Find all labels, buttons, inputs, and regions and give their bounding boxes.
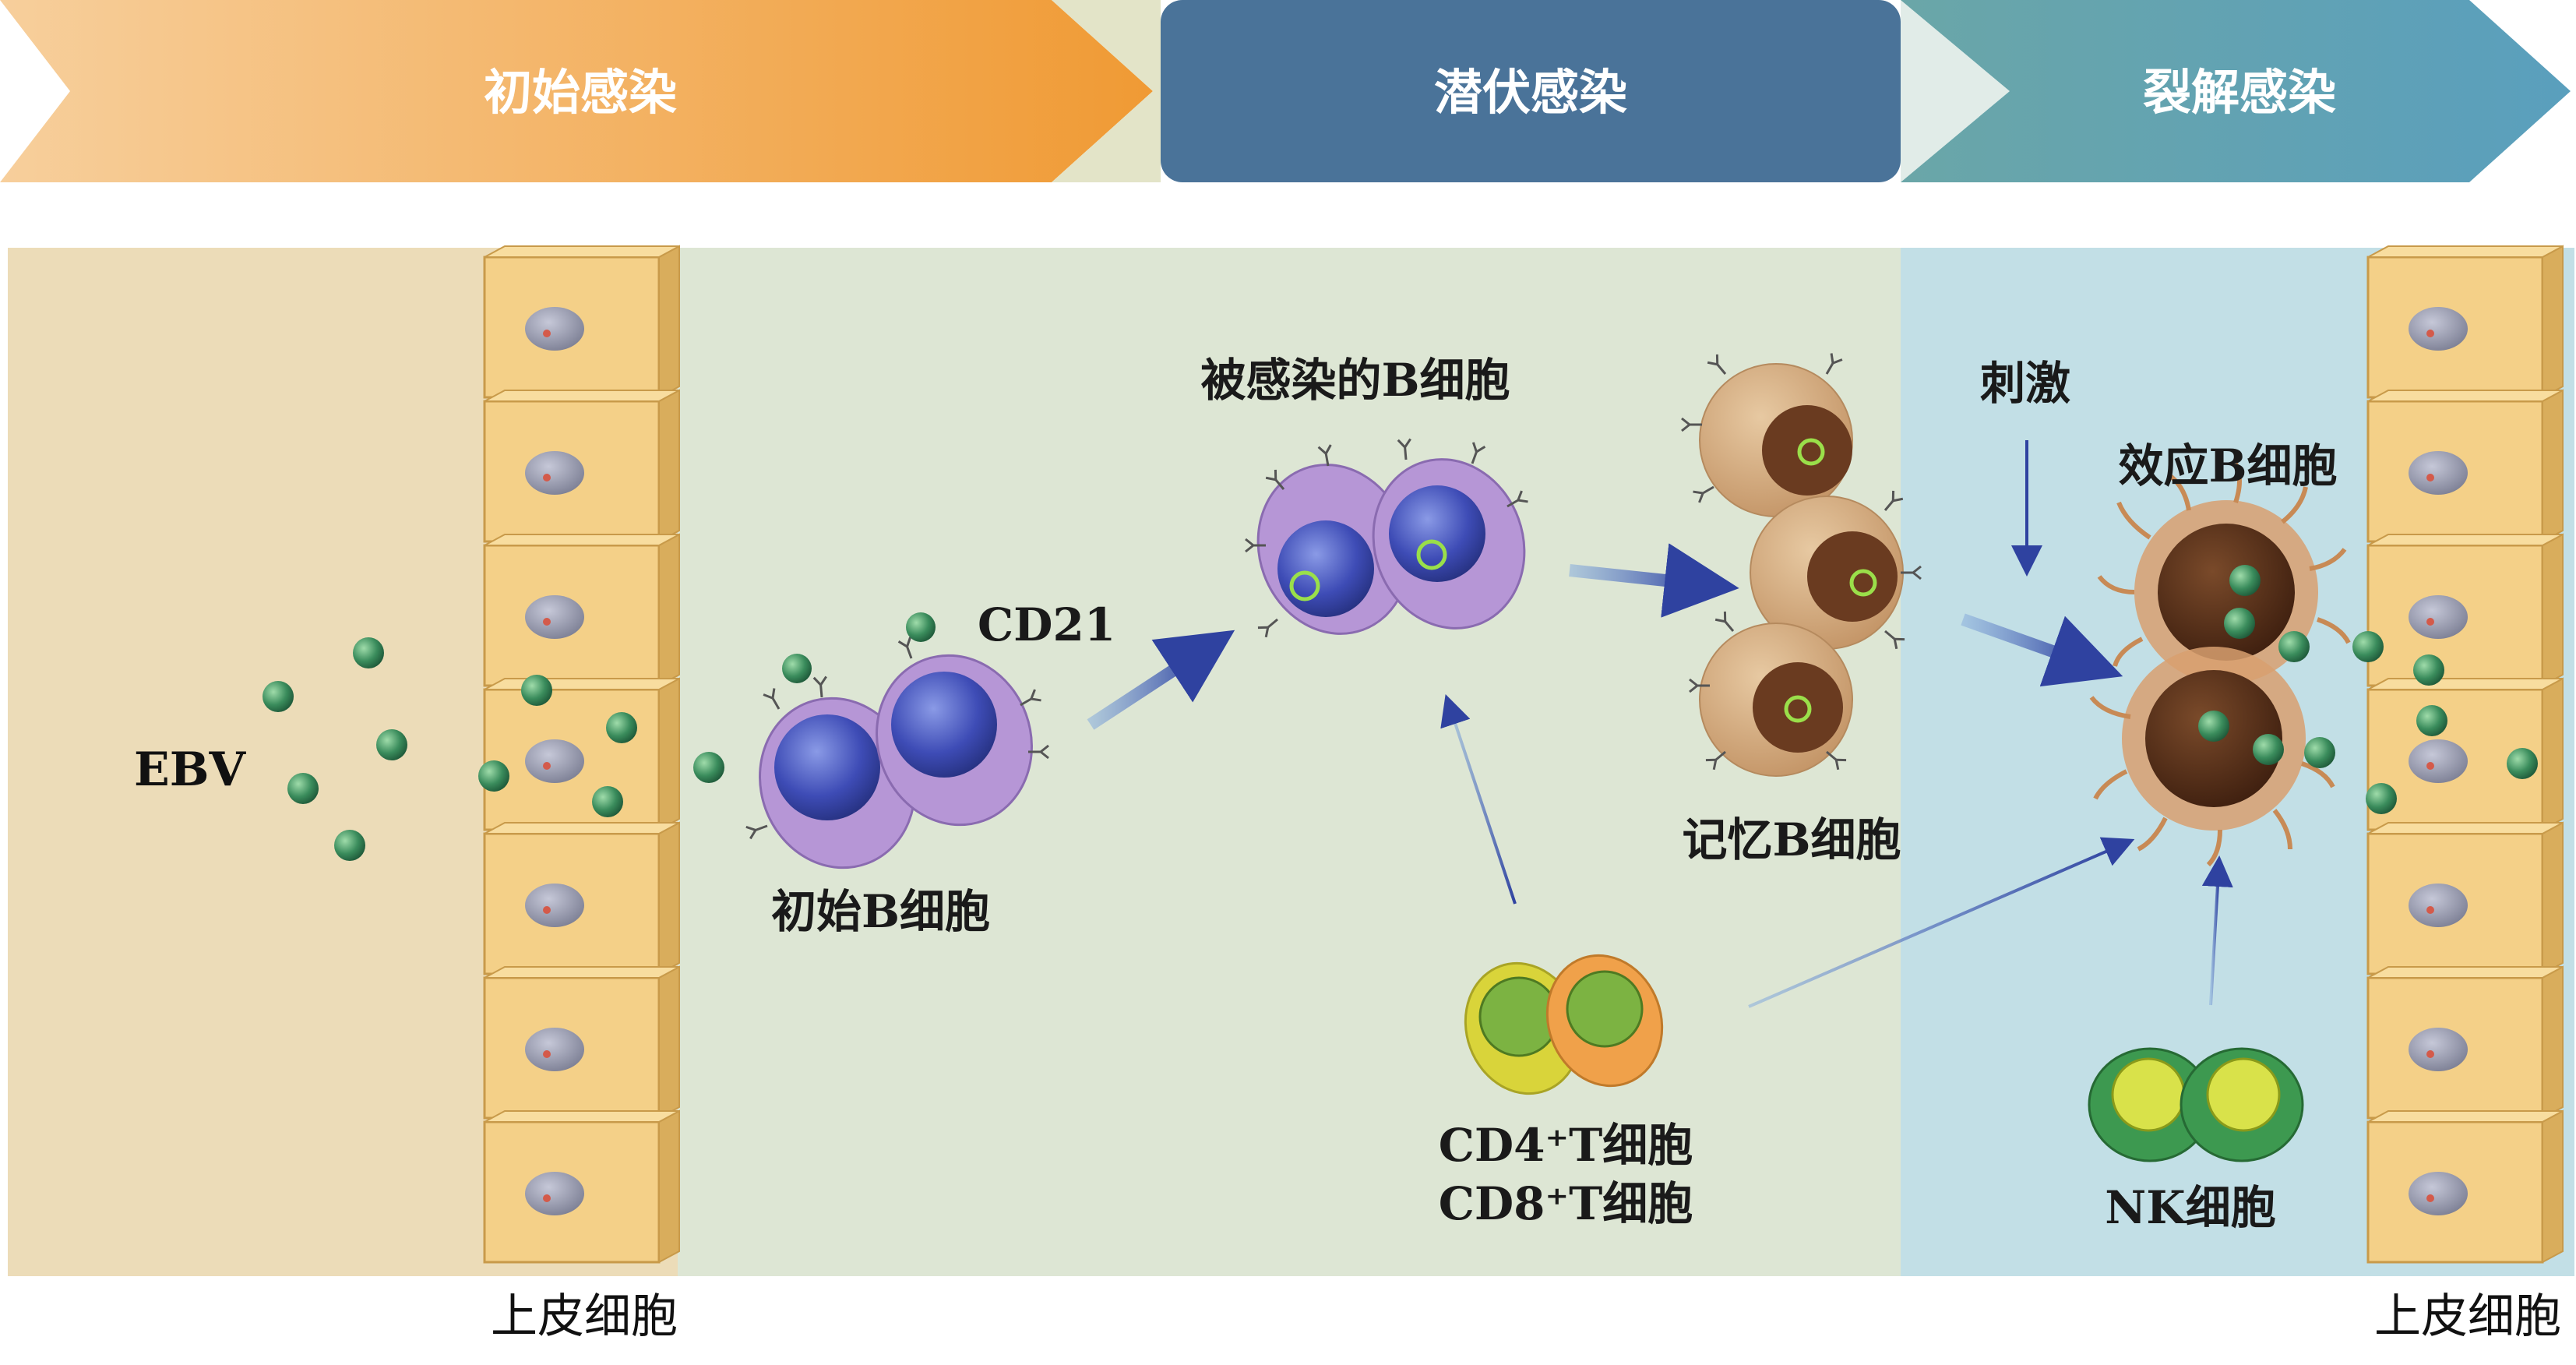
virion	[334, 830, 365, 861]
virion	[2253, 734, 2284, 765]
t-cells-label-cd4: CD4⁺T细胞	[1439, 1119, 1693, 1172]
phase-lytic-label: 裂解感染	[2143, 64, 2336, 121]
effector-b-label: 效应B细胞	[2118, 439, 2337, 492]
cd21-label: CD21	[978, 598, 1115, 651]
phase-banner: 初始感染 潜伏感染 裂解感染	[0, 0, 2571, 182]
virion	[2416, 705, 2447, 736]
arrow-naive-to-infected	[1087, 630, 1235, 730]
phase-latent-box	[1161, 0, 1901, 182]
virion	[2224, 608, 2255, 639]
nk-cells	[2088, 1047, 2304, 1162]
memory-b-cells	[1680, 351, 1922, 777]
phase-primary-label: 初始感染	[484, 64, 677, 121]
virion	[521, 675, 552, 706]
virion	[693, 752, 724, 783]
arrow-t-to-infected	[1440, 694, 1517, 905]
virion	[353, 637, 384, 668]
ebv-virions	[263, 637, 724, 861]
naive-b-cells	[745, 612, 1050, 869]
phase-connector-right	[1901, 0, 2010, 182]
stimulus-label: 刺激	[1980, 357, 2070, 410]
nk-label: NK细胞	[2105, 1181, 2275, 1234]
virion	[2198, 711, 2229, 742]
arrow-t-to-effector	[1748, 837, 2135, 1008]
phase-primary-arrow	[0, 0, 1153, 182]
arrow-nk-to-effector	[2201, 855, 2233, 1006]
epithelial-column-left	[483, 245, 681, 1264]
virion	[263, 681, 294, 712]
virion	[2229, 565, 2261, 596]
virion	[782, 654, 812, 683]
t-cells-label-cd8: CD8⁺T细胞	[1439, 1177, 1693, 1230]
virion	[478, 760, 509, 792]
virion	[2352, 631, 2384, 662]
epithelial-label-right: 上皮细胞	[2374, 1289, 2561, 1344]
virion	[2507, 748, 2538, 779]
virion	[592, 786, 623, 817]
t-cells	[1464, 954, 1664, 1095]
virion	[287, 773, 319, 804]
naive-b-label: 初始B细胞	[771, 885, 990, 938]
ebv-label: EBV	[134, 742, 246, 797]
virion	[2366, 783, 2397, 814]
virion	[376, 729, 407, 760]
virion	[906, 612, 936, 642]
phase-latent-label: 潜伏感染	[1434, 64, 1627, 121]
phase-connector-left	[1052, 0, 1161, 182]
virion	[2278, 631, 2310, 662]
infected-b-cells	[1244, 437, 1530, 639]
virion	[606, 712, 637, 743]
virion	[2304, 737, 2335, 768]
arrow-infected-to-memory	[1569, 543, 1739, 618]
infected-b-label: 被感染的B细胞	[1200, 354, 1510, 407]
arrow-memory-to-effector	[1961, 613, 2123, 687]
memory-b-label: 记忆B细胞	[1682, 813, 1901, 866]
phase-lytic-arrow	[1901, 0, 2571, 182]
epithelial-label-left: 上皮细胞	[491, 1289, 678, 1344]
virion	[2413, 654, 2444, 686]
effector-b-cells	[2089, 462, 2538, 867]
